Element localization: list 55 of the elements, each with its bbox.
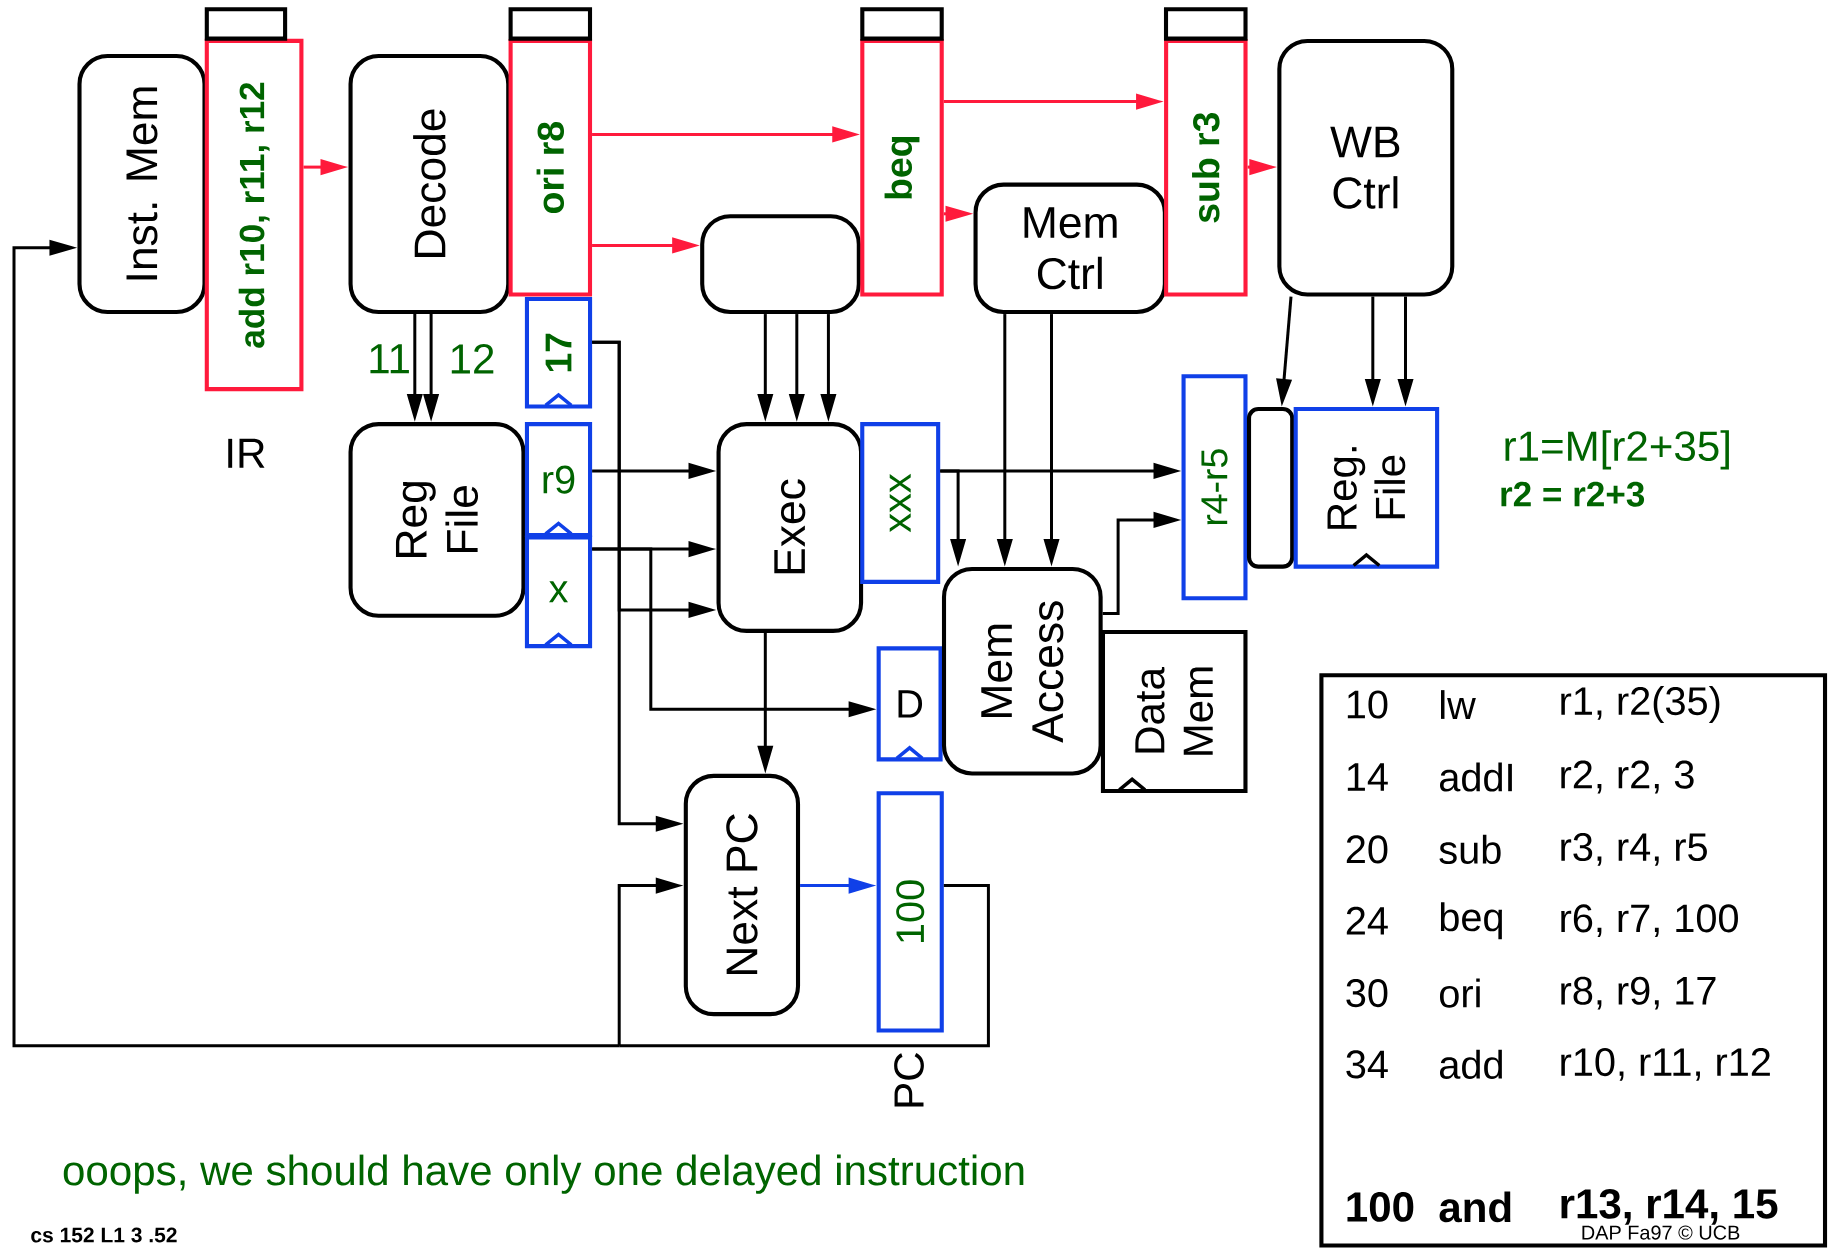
table-cell: 14 — [1347, 763, 1388, 791]
pipeline-register: add r10, r11, r12 — [204, 7, 304, 392]
edge-label: 12 — [447, 343, 497, 375]
stage-box: Mem Access — [941, 566, 1103, 776]
empty-box — [1246, 406, 1295, 569]
pipeline-register: r9 — [524, 422, 593, 538]
pipeline-register: xxx — [860, 422, 941, 584]
arrow — [12, 239, 620, 1048]
table-cell: ori — [1440, 978, 1480, 1008]
table-cell: r2, r2, 3 — [1561, 760, 1694, 794]
table-cell: and — [1439, 1191, 1511, 1223]
table-cell: beq — [1440, 902, 1502, 940]
table-cell: r13, r14, 15 — [1561, 1188, 1778, 1225]
stage-box: Reg File — [348, 422, 526, 618]
table-cell: 100 — [1347, 1192, 1414, 1222]
footer-text: cs 152 L1 3 .52 — [31, 1227, 177, 1243]
pipeline-register: D — [876, 646, 943, 762]
edge-label: 11 — [366, 343, 412, 375]
table-cell: add — [1440, 1049, 1502, 1079]
note-text: r2 = r2+3 — [1501, 481, 1645, 507]
table-cell: r1, r2(35) — [1561, 686, 1720, 723]
stage-box: Exec — [716, 422, 864, 633]
table-cell: lw — [1441, 690, 1476, 719]
pipeline-register: r4-r5 — [1181, 374, 1248, 601]
pipeline-register: x — [524, 535, 593, 649]
pipeline-register: beq — [860, 7, 944, 297]
table-cell: r3, r4, r5 — [1561, 833, 1707, 866]
table-cell: addI — [1440, 762, 1512, 792]
footer-text: DAP Fa97 © UCB — [1582, 1225, 1740, 1240]
table-cell: sub — [1439, 834, 1501, 864]
pipeline-register: sub r3 — [1163, 7, 1248, 297]
pipeline-register: ori r8 — [508, 7, 593, 297]
line — [619, 884, 990, 1048]
memory-box: Data Mem — [1100, 630, 1248, 793]
pipeline-register: Reg. File — [1293, 406, 1440, 569]
pipeline-register: 17 — [524, 297, 593, 409]
table-cell: r6, r7, 100 — [1561, 904, 1738, 938]
note-text: r1=M[r2+35] — [1505, 430, 1729, 470]
caption-text: ooops, we should have only one delayed instruction — [63, 1154, 1024, 1194]
stage-box: Next PC — [683, 773, 801, 1017]
register-label: IR — [228, 438, 265, 468]
table-cell: r8, r9, 17 — [1561, 976, 1716, 1010]
pipeline-register: 100 — [876, 791, 944, 1033]
stage-box: Decode — [348, 54, 511, 314]
empty-box — [700, 214, 861, 315]
table-cell: r10, r11, r12 — [1561, 1048, 1770, 1081]
table-cell: 30 — [1346, 979, 1388, 1008]
stage-box: Mem Ctrl — [973, 182, 1167, 315]
table-cell: 24 — [1346, 906, 1388, 935]
register-label: PC — [894, 1053, 924, 1107]
stage-box: WB Ctrl — [1277, 38, 1455, 297]
table-cell: 10 — [1347, 690, 1388, 719]
stage-box: Inst. Mem — [77, 54, 207, 314]
table-cell: 34 — [1346, 1050, 1388, 1079]
table-cell: 20 — [1346, 835, 1388, 864]
